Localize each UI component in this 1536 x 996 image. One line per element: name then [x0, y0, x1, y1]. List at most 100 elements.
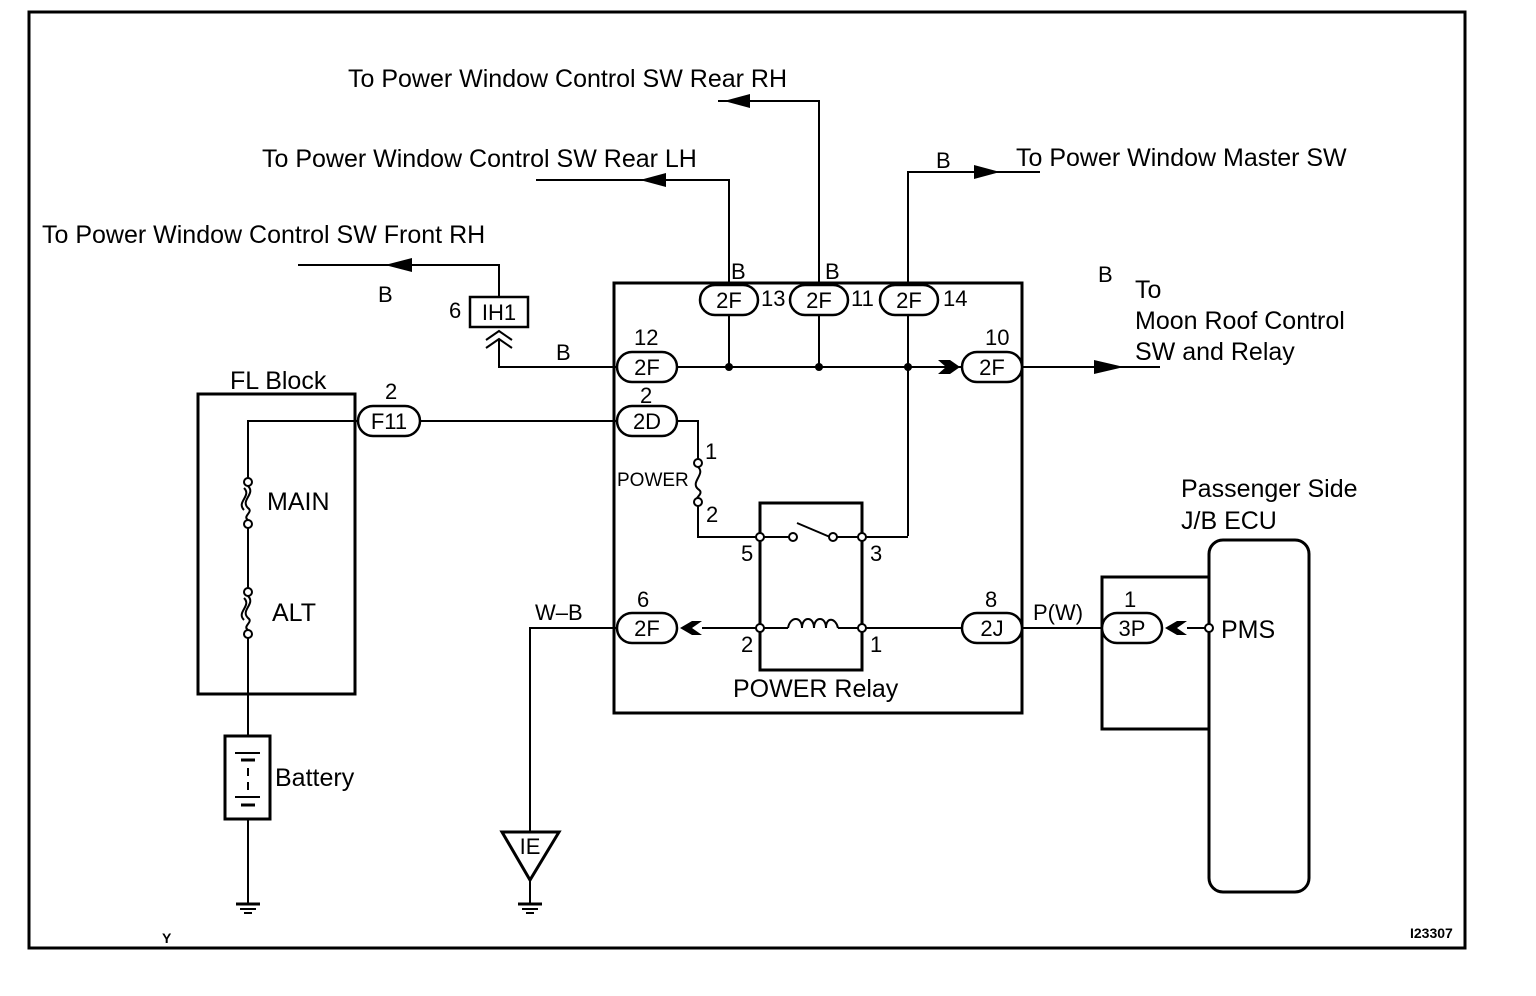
chevron-right-icon: [938, 360, 960, 374]
arrow-rear-rh-icon: [724, 94, 750, 108]
alt-fusible-link-icon: [240, 597, 248, 621]
switch-contact: [788, 532, 798, 542]
connector-2d-2: 2D: [615, 404, 679, 438]
wire-color-ground: W–B: [535, 600, 583, 625]
connector-2f-6: 2F: [615, 611, 679, 645]
connector-2f-12-name: 2F: [634, 355, 660, 380]
connector-2f-11: 2F 11: [788, 283, 874, 317]
wire-color-front-rh: B: [378, 282, 393, 307]
relay-terminal-2: [755, 623, 765, 633]
connector-ih1: IH1: [468, 295, 530, 329]
figure-id: I23307: [1410, 925, 1453, 941]
connector-2f-11-name: 2F: [806, 288, 832, 313]
corner-mark: Y: [162, 930, 172, 946]
pms-terminal: [1204, 623, 1214, 633]
connector-f11: F11: [356, 404, 422, 438]
main-fusible-link-icon: [244, 485, 252, 521]
battery-label: Battery: [275, 764, 355, 792]
power-relay-label: POWER Relay: [733, 675, 899, 703]
ecu-label-line1: Passenger Side: [1181, 475, 1358, 503]
connector-2f-13-pin: 13: [761, 286, 785, 311]
fl-block-label: FL Block: [230, 367, 327, 395]
connector-2j-8-pin: 8: [985, 587, 997, 612]
connector-2f-12: 2F: [615, 350, 679, 384]
connector-3p-1: 3P: [1100, 611, 1164, 645]
relay-terminal-5: [755, 532, 765, 542]
relay-coil-icon: [787, 618, 839, 629]
power-relay-box: [758, 501, 864, 672]
wire-front-rh: [298, 264, 500, 297]
connector-2f-14: 2F 14: [878, 283, 967, 317]
junction-block: [612, 281, 1024, 715]
connector-2f-10-pin: 10: [985, 325, 1009, 350]
wire-color-rear-lh: B: [731, 259, 746, 284]
connector-2f-14-name: 2F: [896, 288, 922, 313]
connector-f11-pin: 2: [385, 379, 397, 404]
fuse-terminal: [243, 477, 253, 487]
dest-master-sw-label: To Power Window Master SW: [1016, 144, 1347, 172]
wire-fuse-relay5: [697, 506, 760, 538]
connector-2f-10-name: 2F: [979, 355, 1005, 380]
relay-pin-2: 2: [741, 632, 753, 657]
battery-icon: [223, 734, 272, 821]
diagram-frame: [27, 10, 1467, 950]
chevron-left-icon: [680, 621, 702, 635]
relay-terminal-1: [857, 623, 867, 633]
fuse-terminal: [693, 497, 703, 507]
fuse-terminal: [243, 629, 253, 639]
power-fuse-label: POWER: [617, 470, 689, 491]
connector-2d-2-name: 2D: [633, 409, 661, 434]
wire-color-rear-rh: B: [825, 259, 840, 284]
wire-fl-main: [247, 420, 358, 478]
ground-point-icon: [499, 830, 562, 883]
connector-2j-8: 2J: [960, 611, 1024, 645]
splice-point: [725, 363, 733, 371]
dest-moon-roof-line3: SW and Relay: [1135, 338, 1295, 366]
splice-point: [904, 363, 912, 371]
fuse-terminal: [693, 458, 703, 468]
connector-2f-13: 2F 13: [698, 283, 785, 317]
main-fuse-label: MAIN: [267, 488, 330, 516]
wire-ground: [529, 627, 617, 832]
alt-fusible-link-icon: [244, 595, 252, 631]
dest-rear-rh-label: To Power Window Control SW Rear RH: [348, 65, 787, 93]
switch-contact: [828, 532, 838, 542]
wire-rear-rh: [718, 100, 820, 285]
connector-2j-8-name: 2J: [980, 616, 1003, 641]
ground-point-label: IE: [520, 834, 541, 859]
wire-rear-lh: [536, 179, 730, 285]
ecu-label-line2: J/B ECU: [1181, 507, 1277, 535]
connector-2f-11-pin: 11: [851, 286, 874, 311]
connector-3p-1-name: 3P: [1119, 616, 1146, 641]
relay-pin-5: 5: [741, 541, 753, 566]
wire-2d-power-fuse: [677, 420, 699, 463]
wire-color-ih1-2f12: B: [556, 340, 571, 365]
alt-fuse-label: ALT: [272, 599, 316, 627]
arrow-master-sw-icon: [974, 165, 1000, 179]
connector-2f-12-pin: 12: [634, 325, 658, 350]
connector-2d-2-pin: 2: [640, 383, 652, 408]
wire-color-master: B: [936, 148, 951, 173]
arrow-moon-roof-icon: [1094, 360, 1124, 374]
splice-point: [815, 363, 823, 371]
power-fuse-icon: [694, 466, 702, 503]
wire-ih1-2f12: [498, 339, 617, 368]
relay-pin-1: 1: [870, 632, 882, 657]
ecu-terminal-pms: PMS: [1221, 616, 1275, 644]
arrow-rear-lh-icon: [640, 173, 666, 187]
fuse-terminal: [243, 519, 253, 529]
wire-color-moon-roof: B: [1098, 262, 1113, 287]
dest-moon-roof-line2: Moon Roof Control: [1135, 307, 1345, 335]
dest-rear-lh-label: To Power Window Control SW Rear LH: [262, 145, 697, 173]
connector-2f-6-name: 2F: [634, 616, 660, 641]
connector-3p-1-pin: 1: [1124, 587, 1136, 612]
wire-master-sw: [907, 171, 1040, 285]
relay-switch-icon: [796, 522, 831, 538]
connector-2f-13-name: 2F: [716, 288, 742, 313]
relay-pin-3: 3: [870, 541, 882, 566]
power-fuse-pin2: 2: [706, 502, 718, 527]
fuse-terminal: [243, 587, 253, 597]
connector-2f-14-pin: 14: [943, 286, 967, 311]
fl-block: [196, 392, 357, 696]
